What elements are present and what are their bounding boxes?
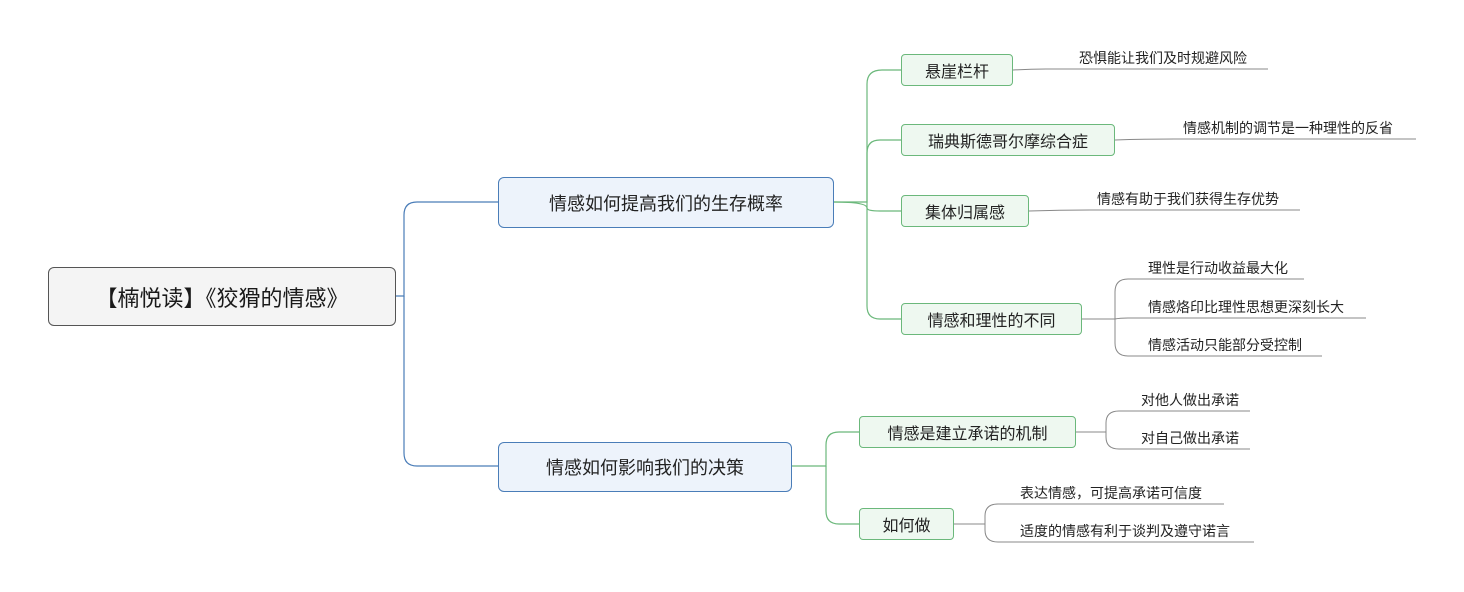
leaf-topic[interactable]: 对他人做出承诺	[1141, 393, 1239, 409]
sub-topic-label: 瑞典斯德哥尔摩综合症	[927, 132, 1088, 151]
connector-leaf-6	[1114, 319, 1322, 357]
connector-root-branch-2	[403, 296, 498, 467]
connector-leaf-2	[1114, 138, 1416, 141]
leaf-topic[interactable]: 情感烙印比理性思想更深刻长大	[1148, 300, 1344, 316]
sub-topic-cliff-railing[interactable]: 悬崖栏杆	[901, 54, 1013, 86]
connector-leaf-8	[1105, 432, 1250, 450]
connector-b2-sub1	[792, 431, 859, 467]
leaf-topic[interactable]: 情感活动只能部分受控制	[1148, 338, 1302, 354]
main-topic-label: 情感如何影响我们的决策	[546, 458, 744, 479]
leaf-topic[interactable]: 恐惧能让我们及时规避风险	[1079, 51, 1247, 67]
sub-topic-how-to[interactable]: 如何做	[859, 508, 954, 540]
leaf-topic[interactable]: 对自己做出承诺	[1141, 431, 1239, 447]
connector-leaf-9	[954, 503, 1224, 525]
connector-leaf-1	[1012, 68, 1268, 71]
connector-leaf-10	[984, 524, 1254, 543]
sub-topic-label: 集体归属感	[924, 203, 1005, 222]
sub-topic-belonging[interactable]: 集体归属感	[901, 195, 1029, 227]
leaf-topic[interactable]: 理性是行动收益最大化	[1148, 261, 1288, 277]
connector-leaf-5	[1114, 317, 1366, 320]
main-topic-label: 情感如何提高我们的生存概率	[549, 193, 783, 215]
connector-b1-sub4	[866, 202, 901, 320]
connector-root-branch-1	[396, 201, 498, 297]
sub-topic-commitment-mechanism[interactable]: 情感是建立承诺的机制	[859, 416, 1076, 448]
sub-topic-emotion-vs-reason[interactable]: 情感和理性的不同	[901, 303, 1082, 335]
connector-b2-sub2	[825, 466, 859, 525]
leaf-topic[interactable]: 表达情感，可提高承诺可信度	[1020, 486, 1202, 502]
leaf-topic[interactable]: 情感有助于我们获得生存优势	[1097, 192, 1279, 208]
sub-topic-label: 情感和理性的不同	[927, 311, 1056, 330]
connector-b1-sub2	[866, 139, 901, 202]
connector-leaf-3	[1028, 209, 1300, 212]
root-topic[interactable]: 【楠悦读】《狡猾的情感》	[48, 267, 396, 326]
sub-topic-label: 悬崖栏杆	[924, 62, 989, 81]
connector-leaf-7	[1076, 410, 1250, 433]
sub-topic-stockholm-syndrome[interactable]: 瑞典斯德哥尔摩综合症	[901, 124, 1115, 156]
leaf-topic[interactable]: 情感机制的调节是一种理性的反省	[1183, 121, 1393, 137]
leaf-topic[interactable]: 适度的情感有利于谈判及遵守诺言	[1020, 524, 1230, 540]
sub-topic-label: 情感是建立承诺的机制	[887, 424, 1048, 443]
main-topic-survival[interactable]: 情感如何提高我们的生存概率	[498, 177, 834, 228]
main-topic-decision[interactable]: 情感如何影响我们的决策	[498, 442, 792, 492]
connector-b1-sub1	[834, 69, 901, 203]
root-topic-label: 【楠悦读】《狡猾的情感》	[95, 286, 349, 312]
sub-topic-label: 如何做	[882, 516, 931, 535]
connector-leaf-4	[1082, 278, 1304, 320]
